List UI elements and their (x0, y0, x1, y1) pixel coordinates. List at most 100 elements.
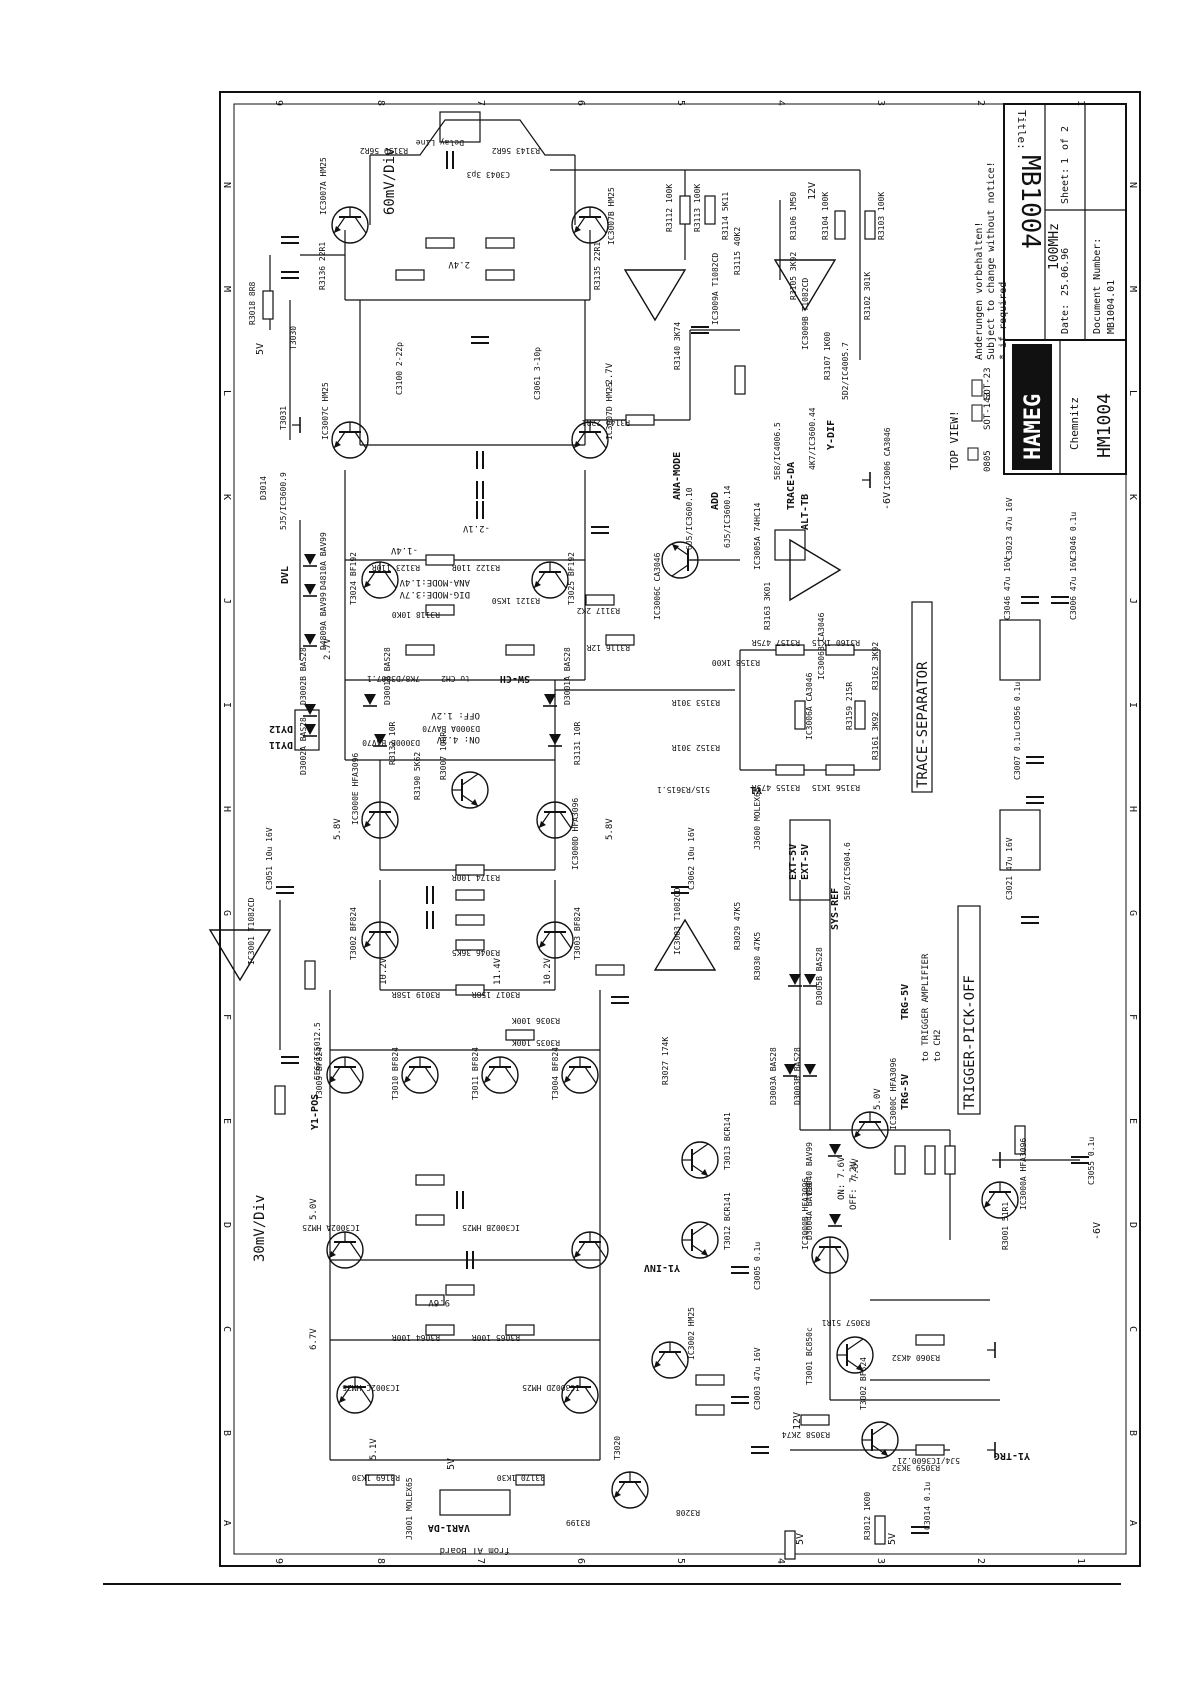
sig-trace-da: TRACE-DA (786, 462, 797, 510)
grid-row-label: H (1127, 806, 1138, 812)
rail-m6v-b: -6V (1092, 1222, 1103, 1240)
sig-dy11: DY11 (269, 739, 293, 750)
grid-col-label: 3 (875, 100, 886, 106)
volt-on: ON: 4.3V (436, 734, 480, 744)
label-c3062: C3062 10u 16V (687, 827, 696, 890)
label-r3140: R3140 3K74 (673, 322, 682, 370)
label-r3036: R3036 100K (512, 1016, 560, 1025)
label-r3103: R3103 100K (877, 192, 886, 240)
volt-6-7: 6.7V (309, 1328, 319, 1350)
sig-sw-ch-ref: 7K8/D3807.1 (367, 674, 420, 683)
label-t3002: T3002 BF824 (349, 907, 358, 960)
grid-row-label: B (221, 1430, 232, 1436)
sensitivity-60: 60mV/Div (382, 148, 398, 215)
grid-row-label: K (221, 494, 232, 500)
trace-separator-box: TRACE-SEPARATOR (911, 601, 933, 793)
transistor-t3011 (481, 1056, 519, 1094)
label-c3014: C3014 0.1u (923, 1482, 932, 1530)
doc-title: MB1004 (1015, 155, 1045, 249)
label-r3190: R3190 5K62 (413, 752, 422, 800)
sig-dvl: DVL (280, 566, 291, 584)
label-d3000b: D3000B BAV70 (362, 738, 420, 747)
sig-ext5v-2: EXT-5V (800, 844, 811, 880)
sig-dy12: DY12 (269, 723, 293, 734)
sheet-number: 1 (1060, 158, 1071, 164)
grid-col-label: 4 (775, 1558, 786, 1564)
label-t3001: T3001 BC850c (805, 1327, 814, 1385)
volt-off2: OFF: 7.2V (849, 1161, 859, 1210)
sig-dvl-ref: 5J5/IC3600.9 (279, 472, 288, 530)
transistor-ic3002 (651, 1341, 689, 1379)
grid-row-label: D (1127, 1222, 1138, 1228)
sig-ana-mode: ANA-MODE (672, 452, 683, 500)
label-r3123: R3123 110R (372, 563, 420, 572)
trigger-pickoff-label: TRIGGER-PICK-OFF (962, 975, 978, 1110)
sig-y1-inv: Y1-INV (644, 1262, 680, 1273)
grid-row-label: A (221, 1520, 232, 1526)
label-r3102: R3102 301K (863, 272, 872, 320)
volt-5-0: 5.0V (309, 1198, 319, 1220)
label-ic3009b: IC3009B T1082CD (801, 278, 810, 350)
label-d4810a: D4810A BAV99 (319, 532, 328, 590)
grid-row-label: F (1127, 1014, 1138, 1020)
frame-outer (219, 91, 1141, 1567)
sig-trace-da-ref: 5E8/IC4006.5 (773, 422, 782, 480)
grid-col-label: 2 (975, 100, 986, 106)
label-ic3000e: IC3000E HFA3096 (351, 753, 360, 825)
to-ch2-trig: to CH2 (933, 1029, 943, 1062)
label-ic3002b: IC3002B HM25 (462, 1223, 520, 1232)
sig-y1-pos: Y1-POS (310, 1094, 321, 1130)
grid-row-label: H (221, 806, 232, 812)
label-r3122: R3122 110R (452, 563, 500, 572)
label-r3057: R3057 51R1 (822, 1318, 870, 1327)
label-c3003: C3003 47u 16V (753, 1347, 762, 1410)
grid-row-label: E (1127, 1118, 1138, 1124)
title-label: Title: (1015, 110, 1028, 150)
label-d3001a: D3001A BAS28 (563, 647, 572, 705)
notice-text: Anderungen vorbehalten! Subject to chang… (974, 161, 1009, 360)
volt-m2-7: -2.7V (605, 362, 615, 390)
label-t3011: T3011 BF824 (471, 1047, 480, 1100)
rail-5v-c: 5V (446, 1458, 457, 1470)
label-r3112: R3112 100K (665, 184, 674, 232)
sig-ext5v-1: EXT-5V (788, 844, 799, 880)
grid-row-label: K (1127, 494, 1138, 500)
rail-5v-bottom: 5V (887, 1533, 898, 1545)
label-r3143: R3143 56R2 (492, 146, 540, 155)
grid-row-label: G (221, 910, 232, 916)
label-r3115: R3115 40K2 (733, 227, 742, 275)
label-c3046b: C3046 0.1u (1069, 512, 1078, 560)
label-ic3009a: IC3009A T1082CD (711, 253, 720, 325)
to-trigger-amp: to TRIGGER AMPLIFIER (921, 953, 931, 1062)
grid-row-label: C (221, 1326, 232, 1332)
transistor-t3004 (561, 1056, 599, 1094)
opamp-ic3006 (789, 539, 841, 601)
pkg-sot143: SOT-143 (983, 392, 993, 430)
volt-m2-1: -2.1V (462, 523, 490, 533)
label-r3163: R3163 3K01 (763, 582, 772, 630)
grid-col-label: 3 (875, 1558, 886, 1564)
label-r3012: R3012 1K00 (863, 1492, 872, 1540)
label-r3121: R3121 1K50 (492, 596, 540, 605)
transistors (326, 206, 1019, 1509)
label-r3018: R3018 8R8 (248, 281, 257, 325)
label-ic3000b: IC3000B HFA3096 (801, 1178, 810, 1250)
transistor-ic3002b (571, 1231, 609, 1269)
component-labels: IC3007A HM25 IC3007B HM25 IC3007C HM25 I… (247, 138, 1096, 1540)
transistor-ic3002a (326, 1231, 364, 1269)
label-c3007: C3007 0.1u (1013, 732, 1022, 780)
label-c3051: C3051 10u 16V (265, 827, 274, 890)
sig-sys-ref: SYS-REF (830, 888, 841, 930)
bandwidth: 100MHz (1047, 223, 1062, 270)
rail-5v-a: 5V (255, 343, 266, 355)
transistor-t3012 (681, 1221, 719, 1259)
transistor-t3013 (681, 1141, 719, 1179)
grid-col-label: 1 (1075, 1558, 1086, 1564)
label-d3002b: D3002B BAS28 (299, 647, 308, 705)
label-r3199: R3199 (566, 1518, 590, 1527)
grid-col-label: 2 (975, 1558, 986, 1564)
label-r3027: R3027 174K (661, 1037, 670, 1085)
volt-10-2a: 10.2V (379, 957, 389, 985)
sig-sys-ref-ref: 5E0/IC5004.6 (843, 842, 852, 900)
volt-9-6: 9.6V (428, 1297, 450, 1307)
